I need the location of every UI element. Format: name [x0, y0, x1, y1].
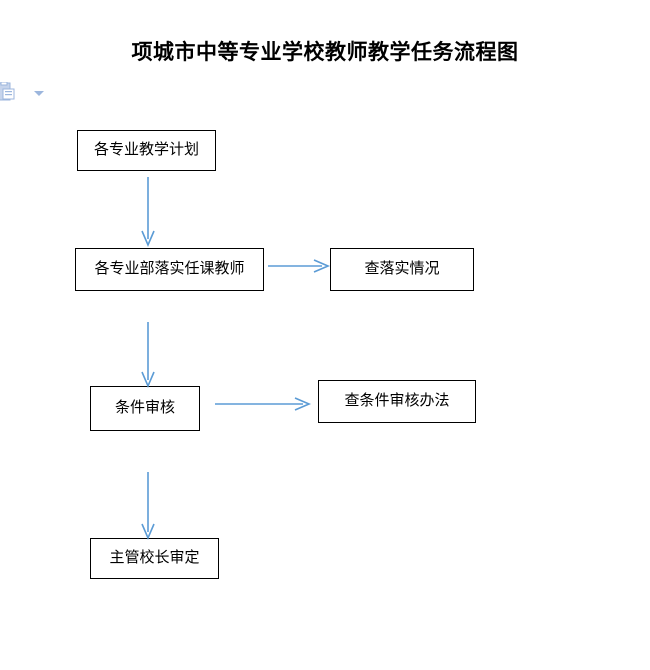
connector-review-to-approve — [140, 472, 160, 546]
flow-node-label: 条件审核 — [114, 400, 175, 416]
flow-node-label: 各专业部落实任课教师 — [94, 261, 245, 277]
connector-review-to-method — [215, 396, 315, 416]
flow-node-plan[interactable]: 各专业教学计划 — [77, 130, 216, 171]
flow-node-assign[interactable]: 各专业部落实任课教师 — [75, 248, 264, 291]
flow-node-method[interactable]: 查条件审核办法 — [318, 380, 476, 423]
flow-node-review[interactable]: 条件审核 — [90, 386, 200, 431]
paste-clipboard-icon — [0, 81, 18, 104]
flow-node-label: 查落实情况 — [364, 261, 440, 277]
page-title: 项城市中等专业学校教师教学任务流程图 — [131, 40, 519, 64]
flow-node-label: 主管校长审定 — [109, 550, 200, 566]
connector-assign-to-check — [268, 258, 332, 278]
connector-assign-to-review — [140, 322, 160, 392]
flow-node-label: 查条件审核办法 — [344, 393, 450, 409]
paste-options-button[interactable] — [0, 81, 54, 106]
flow-node-approve[interactable]: 主管校长审定 — [90, 538, 219, 579]
flow-node-label: 各专业教学计划 — [93, 142, 199, 158]
chevron-down-icon[interactable] — [34, 91, 44, 96]
connector-plan-to-assign — [140, 177, 160, 248]
flow-node-check[interactable]: 查落实情况 — [330, 248, 474, 291]
